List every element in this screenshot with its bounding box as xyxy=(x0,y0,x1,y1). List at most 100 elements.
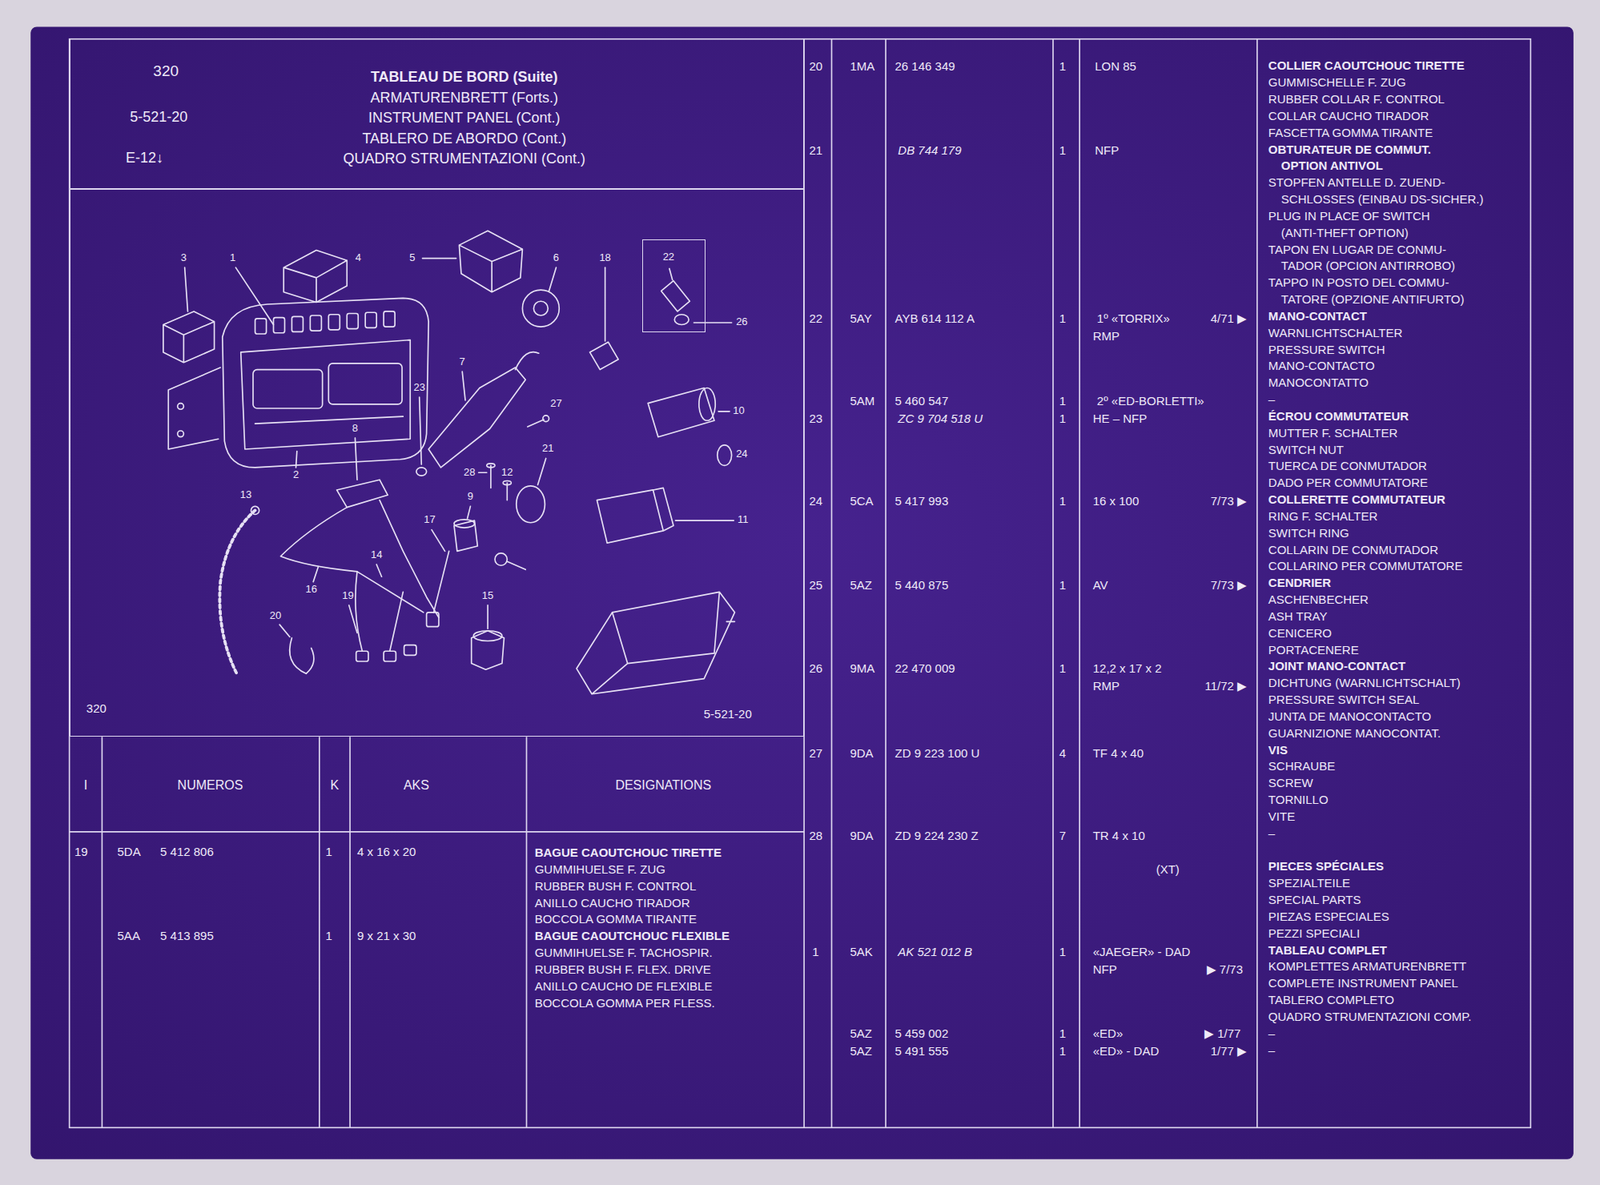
table-cell: ZD 9 223 100 U xyxy=(895,746,981,760)
table-cell: 5AZ xyxy=(849,578,873,592)
table-cell: 1 xyxy=(1059,393,1066,408)
table-cell: 1 xyxy=(812,944,819,959)
table-cell: 1 xyxy=(1059,661,1066,676)
designation-line: DADO PER COMMUTATORE xyxy=(1268,474,1428,492)
table-cell: 4 xyxy=(1059,746,1066,760)
designation-line: TABLEAU COMPLET xyxy=(1268,942,1387,960)
designation-line: ASCHENBECHER xyxy=(1268,591,1369,609)
designation-line: ASH TRAY xyxy=(1268,608,1328,626)
table-cell: NFP xyxy=(1093,962,1118,977)
designation-line: TAPON EN LUGAR DE CONMU- TADOR (OPCION A… xyxy=(1268,241,1485,276)
designation-line: SWITCH NUT xyxy=(1268,442,1344,459)
table-cell: 5 491 555 xyxy=(895,1044,949,1058)
designation-line: WARNLICHTSCHALTER xyxy=(1268,325,1404,342)
table-cell: 9DA xyxy=(849,828,873,843)
designation-line: ANILLO CAUCHO TIRADOR xyxy=(534,895,691,913)
column-header: NUMEROS xyxy=(177,778,244,793)
table-cell: ▶ 1/77 xyxy=(1204,1026,1241,1041)
callout-number: 1 xyxy=(229,252,236,265)
table-grid xyxy=(69,39,1532,1129)
designation-line: PEZZI SPECIALI xyxy=(1268,925,1360,943)
callout-number: 12 xyxy=(501,466,513,479)
designation-line: SCHRAUBE xyxy=(1268,758,1335,776)
column-header: I xyxy=(84,778,88,793)
designation-line: COLLERETTE COMMUTATEUR xyxy=(1268,491,1446,509)
callout-number: 24 xyxy=(735,448,748,461)
callout-number: 4 xyxy=(355,252,362,265)
designation-line: BAGUE CAOUTCHOUC FLEXIBLE xyxy=(534,928,730,945)
table-cell: 16 x 100 xyxy=(1093,494,1140,508)
exploded-illustration xyxy=(163,230,736,695)
designation-line: OBTURATEUR DE COMMUT. OPTION ANTIVOL xyxy=(1268,141,1469,176)
table-cell: 5 440 875 xyxy=(895,578,949,592)
callout-number: 20 xyxy=(269,610,282,623)
designation-line: RUBBER COLLAR F. CONTROL xyxy=(1268,91,1445,109)
designation-line: KOMPLETTES ARMATURENBRETT xyxy=(1268,958,1467,976)
designation-line: MANO-CONTACTO xyxy=(1268,357,1375,375)
callout-number: 9 xyxy=(467,490,474,503)
designation-line: PRESSURE SWITCH xyxy=(1268,341,1386,359)
table-cell: 21 xyxy=(808,143,823,157)
part-number: DB 744 179 xyxy=(897,143,961,157)
table-cell: (XT) xyxy=(1156,862,1180,877)
title-line: TABLERO DE ABORDO (Cont.) xyxy=(361,130,567,148)
table-cell: NFP xyxy=(1094,143,1119,157)
callout-number: 6 xyxy=(553,252,559,265)
designation-line: RUBBER BUSH F. FLEX. DRIVE xyxy=(534,961,712,979)
table-cell: 5AY xyxy=(849,311,872,326)
designation-line: TORNILLO xyxy=(1268,791,1329,809)
designation-line: ÉCROU COMMUTATEUR xyxy=(1268,408,1409,426)
table-cell: 28 xyxy=(808,828,823,843)
designation-line: TABLERO COMPLETO xyxy=(1268,992,1395,1010)
designation-line: QUADRO STRUMENTAZIONI COMP. xyxy=(1268,1009,1472,1026)
title-line: QUADRO STRUMENTAZIONI (Cont.) xyxy=(342,150,586,168)
callout-number: 13 xyxy=(240,489,252,502)
table-cell: 5 417 993 xyxy=(895,494,949,508)
designation-line: STOPFEN ANTELLE D. ZUEND- SCHLOSSES (EIN… xyxy=(1268,174,1509,209)
page-reference: 320 xyxy=(152,62,179,81)
table-cell: 11/72 ▶ xyxy=(1205,679,1248,693)
illustration-box: 3205-521-2022 xyxy=(69,188,805,737)
page-reference: 5-521-20 xyxy=(703,707,752,721)
table-cell: TF 4 x 40 xyxy=(1093,746,1144,760)
designation-line: SWITCH RING xyxy=(1268,525,1350,543)
designation-line: CENICERO xyxy=(1268,625,1332,643)
table-cell: 1 xyxy=(1059,1044,1066,1058)
table-cell: 12,2 x 17 x 2 xyxy=(1093,661,1162,676)
callout-number: 18 xyxy=(598,252,611,265)
callout-number: 17 xyxy=(423,514,435,527)
designation-line: SPEZIALTEILE xyxy=(1268,875,1351,893)
designation-line: VIS xyxy=(1268,742,1288,760)
title-line: INSTRUMENT PANEL (Cont.) xyxy=(368,109,561,127)
table-cell: ZD 9 224 230 Z xyxy=(895,828,979,843)
table-cell: ▶ 7/73 xyxy=(1206,962,1243,977)
designation-line: – xyxy=(1268,825,1275,843)
table-cell: 1 xyxy=(1059,59,1066,73)
table-cell: 5DA xyxy=(117,844,141,859)
callout-number: 11 xyxy=(737,514,749,527)
callout-number: 7 xyxy=(459,356,466,369)
table-cell: 5 459 002 xyxy=(895,1026,949,1041)
designation-line: SPECIAL PARTS xyxy=(1268,892,1362,909)
callout-number: 8 xyxy=(352,422,358,435)
table-cell: 1 xyxy=(1059,578,1066,592)
table-cell: 1 xyxy=(1059,944,1066,959)
table-cell: 9DA xyxy=(849,746,873,760)
designation-line: SCREW xyxy=(1268,775,1314,792)
table-cell: 1 xyxy=(325,928,332,943)
callout-number: 27 xyxy=(550,397,562,411)
table-cell: 1 xyxy=(1059,494,1066,508)
designation-line: JOINT MANO-CONTACT xyxy=(1268,658,1406,676)
table-cell: 5AZ xyxy=(849,1044,873,1058)
table-cell: 1 xyxy=(1059,411,1066,426)
designation-line: MUTTER F. SCHALTER xyxy=(1268,425,1398,443)
table-cell: 7/73 ▶ xyxy=(1210,578,1247,592)
table-cell: RMP xyxy=(1093,329,1120,343)
callout-number: 19 xyxy=(341,590,354,603)
table-cell: LON 85 xyxy=(1094,59,1137,73)
designation-line: MANO-CONTACT xyxy=(1268,308,1367,326)
table-cell: «JAEGER» - DAD xyxy=(1093,944,1191,959)
table-cell: 5AK xyxy=(849,944,873,959)
designation-line: – xyxy=(1268,1025,1275,1043)
designation-line: CENDRIER xyxy=(1268,574,1331,592)
